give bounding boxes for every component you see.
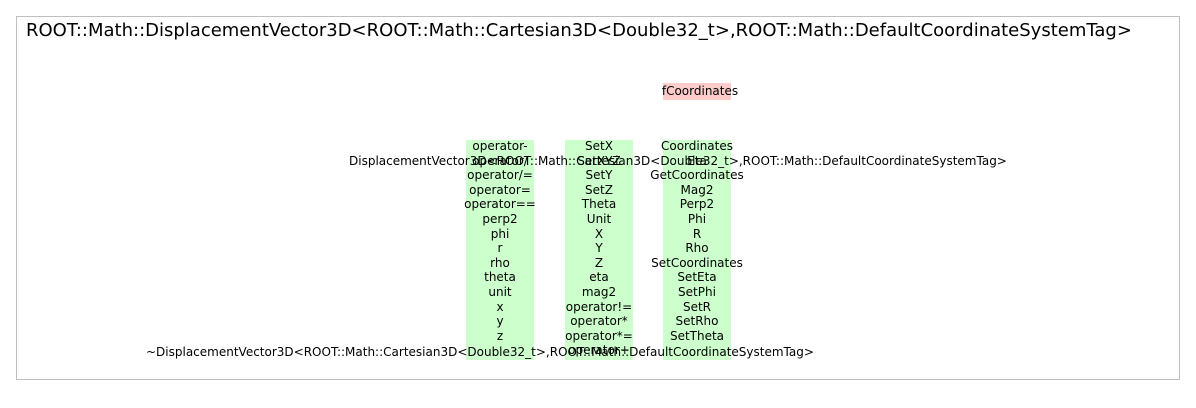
- methods-column-1: operator-operator/operator/=operator=ope…: [440, 139, 560, 343]
- method-item[interactable]: SetR: [682, 299, 712, 314]
- method-item[interactable]: Theta: [581, 197, 617, 212]
- method-item[interactable]: operator/: [472, 153, 528, 168]
- data-member-box: [663, 83, 731, 100]
- method-item[interactable]: x: [496, 299, 504, 314]
- method-item[interactable]: eta: [589, 270, 609, 285]
- constructor-label[interactable]: DisplacementVector3D<ROOT::Math::Cartesi…: [349, 154, 1007, 168]
- method-item[interactable]: operator+: [568, 343, 630, 358]
- class-title: ROOT::Math::DisplacementVector3D<ROOT::M…: [26, 20, 1132, 41]
- methods-column-3-box: [663, 140, 731, 360]
- method-item[interactable]: unit: [488, 284, 512, 299]
- method-item[interactable]: r: [497, 241, 503, 256]
- method-item[interactable]: Mag2: [680, 182, 714, 197]
- method-item[interactable]: GetCoordinates: [650, 168, 744, 183]
- method-item[interactable]: R: [692, 226, 702, 241]
- method-item[interactable]: SetCoordinates: [651, 255, 743, 270]
- method-item[interactable]: y: [496, 314, 504, 329]
- method-item[interactable]: z: [496, 328, 504, 343]
- method-item[interactable]: perp2: [482, 211, 518, 226]
- method-item[interactable]: Z: [594, 255, 604, 270]
- method-item[interactable]: SetZ: [585, 182, 613, 197]
- method-item[interactable]: operator*=: [565, 328, 633, 343]
- method-item[interactable]: SetPhi: [678, 284, 716, 299]
- methods-column-1-box: [466, 140, 534, 360]
- method-item[interactable]: Rho: [685, 241, 709, 256]
- method-item[interactable]: mag2: [581, 284, 617, 299]
- method-item[interactable]: operator-: [472, 139, 528, 153]
- method-item[interactable]: Unit: [586, 211, 612, 226]
- method-item[interactable]: SetY: [585, 168, 613, 183]
- method-item[interactable]: theta: [484, 270, 516, 285]
- method-item[interactable]: operator*: [570, 314, 628, 329]
- method-item[interactable]: SetRho: [675, 314, 719, 329]
- method-item[interactable]: Phi: [687, 211, 707, 226]
- method-item[interactable]: SetXYZ: [577, 153, 621, 168]
- method-item[interactable]: operator==: [464, 197, 536, 212]
- method-item[interactable]: operator=: [469, 182, 531, 197]
- method-item[interactable]: X: [594, 226, 604, 241]
- method-item[interactable]: Y: [595, 241, 603, 256]
- data-member-fcoordinates[interactable]: fCoordinates: [661, 84, 739, 98]
- method-item[interactable]: rho: [490, 255, 510, 270]
- destructor-label[interactable]: ~DisplacementVector3D<ROOT::Math::Cartes…: [146, 345, 814, 359]
- method-item[interactable]: Coordinates: [660, 139, 734, 153]
- method-item[interactable]: phi: [490, 226, 510, 241]
- method-item[interactable]: Perp2: [679, 197, 715, 212]
- method-item[interactable]: Eta: [687, 153, 707, 168]
- method-item[interactable]: SetEta: [677, 270, 717, 285]
- method-item[interactable]: operator!=: [565, 299, 633, 314]
- method-item[interactable]: SetTheta: [669, 328, 725, 343]
- method-item[interactable]: operator/=: [467, 168, 533, 183]
- method-item[interactable]: SetX: [585, 139, 613, 153]
- methods-column-2-box: [565, 140, 633, 360]
